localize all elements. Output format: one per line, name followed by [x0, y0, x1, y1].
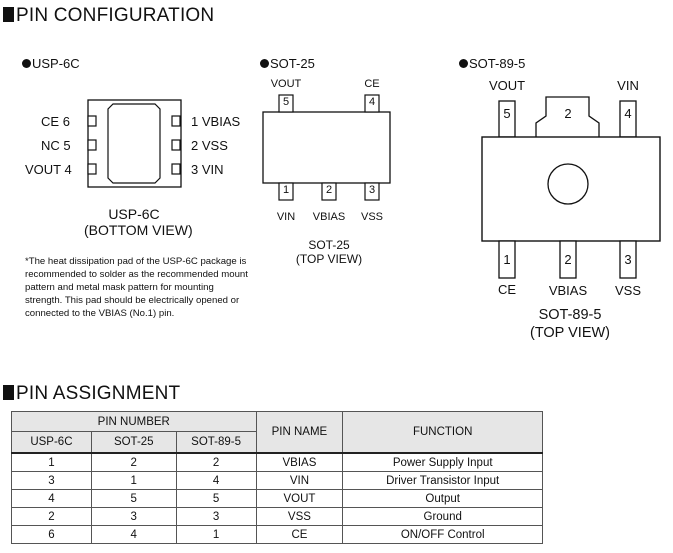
sot89-label-vss: VSS — [614, 283, 641, 298]
table-cell: 3 — [90, 507, 177, 526]
sot25-lead-5 — [278, 94, 294, 113]
table-row: 3 1 4 VIN Driver Transistor Input — [11, 471, 543, 490]
table-cell-pin-name: VIN — [255, 471, 344, 490]
sot25-lead-1 — [278, 182, 294, 201]
sot25-lead-2 — [321, 182, 337, 201]
sot89-column-header: SOT-89-5 — [175, 431, 257, 454]
sot89-caption: SOT-89-5 (TOP VIEW) — [529, 307, 611, 341]
usp6c-label-nc: NC 5 — [41, 138, 71, 153]
function-header: FUNCTION — [342, 411, 543, 454]
table-cell-pin-name: VSS — [255, 507, 344, 526]
table-cell-pin-name: VBIAS — [255, 452, 344, 472]
sot25-title: SOT-25 — [260, 56, 315, 72]
bullet-dot-icon — [22, 59, 31, 68]
sot25-label-ce: CE — [364, 78, 380, 90]
usp6c-label-vbias: 1 VBIAS — [191, 114, 241, 129]
table-cell: 2 — [11, 507, 92, 526]
sot89-num-2-tab: 2 — [564, 106, 572, 121]
sot89-label-ce: CE — [497, 282, 517, 297]
sot89-heat-circle — [547, 163, 589, 205]
table-cell-function: Power Supply Input — [342, 452, 543, 472]
table-cell: 2 — [175, 452, 257, 472]
usp6c-heat-pad — [107, 103, 161, 184]
usp6c-outline — [87, 99, 182, 188]
bullet-dot-icon — [260, 59, 269, 68]
sot89-title: SOT-89-5 — [459, 56, 525, 72]
table-cell: 4 — [11, 489, 92, 508]
table-cell: 2 — [90, 452, 177, 472]
table-cell: 3 — [175, 507, 257, 526]
table-row: 2 3 3 VSS Ground — [11, 507, 543, 526]
sot25-lead-3 — [364, 182, 380, 201]
sot25-outline — [262, 111, 391, 184]
table-cell-function: ON/OFF Control — [342, 525, 543, 544]
pin-name-header: PIN NAME — [255, 411, 344, 454]
pin-number-group-header: PIN NUMBER — [11, 411, 257, 432]
table-cell: 5 — [175, 489, 257, 508]
usp6c-label-vss: 2 VSS — [191, 138, 228, 153]
pin-assignment-table: PIN NUMBER PIN NAME FUNCTION USP-6C SOT-… — [11, 411, 543, 544]
square-bullet-icon — [3, 385, 14, 400]
pin-assignment-heading: PIN ASSIGNMENT — [3, 383, 180, 405]
sot89-label-vbias: VBIAS — [548, 283, 588, 298]
sot25-num-2: 2 — [325, 184, 333, 196]
usp6c-pad-5 — [87, 139, 97, 151]
table-cell: 1 — [11, 452, 92, 472]
sot89-tab-2 — [535, 96, 600, 137]
usp6c-pad-2 — [171, 139, 181, 151]
usp6c-label-vout: VOUT 4 — [25, 162, 72, 177]
table-row: 4 5 5 VOUT Output — [11, 489, 543, 508]
sot89-lead-1 — [498, 240, 516, 279]
usp6c-caption: USP-6C (BOTTOM VIEW) — [84, 206, 193, 238]
sot89-label-vout: VOUT — [488, 78, 526, 93]
sot25-label-vbias: VBIAS — [312, 211, 346, 223]
usp6c-label-vin: 3 VIN — [191, 162, 224, 177]
sot89-lead-2 — [559, 240, 577, 279]
sot25-lead-4 — [364, 94, 380, 113]
sot89-num-2: 2 — [564, 252, 572, 267]
table-cell-function: Ground — [342, 507, 543, 526]
table-cell-pin-name: CE — [255, 525, 344, 544]
sot25-num-5: 5 — [282, 96, 290, 108]
sot89-lead-3 — [619, 240, 637, 279]
sot25-label-vin: VIN — [276, 211, 296, 223]
usp6c-title: USP-6C — [22, 56, 80, 72]
sot89-num-1: 1 — [503, 252, 511, 267]
table-cell: 1 — [175, 525, 257, 544]
sot89-num-4: 4 — [624, 106, 632, 121]
sot89-num-5: 5 — [503, 106, 511, 121]
sot25-label-vss: VSS — [360, 211, 383, 223]
usp6c-column-header: USP-6C — [11, 431, 92, 454]
usp6c-pad-6 — [87, 115, 97, 127]
usp6c-heat-pad-note: *The heat dissipation pad of the USP-6C … — [25, 256, 248, 319]
usp6c-pad-4 — [87, 163, 97, 175]
sot89-outline — [481, 136, 661, 242]
table-cell: 3 — [11, 471, 92, 490]
sot25-num-1: 1 — [282, 184, 290, 196]
table-cell: 6 — [11, 525, 92, 544]
usp6c-label-ce: CE 6 — [41, 114, 70, 129]
pin-configuration-heading: PIN CONFIGURATION — [3, 5, 214, 27]
sot89-num-3: 3 — [624, 252, 632, 267]
table-cell-function: Output — [342, 489, 543, 508]
sot25-caption: SOT-25 (TOP VIEW) — [295, 238, 363, 266]
table-cell: 4 — [90, 525, 177, 544]
table-cell: 1 — [90, 471, 177, 490]
bullet-dot-icon — [459, 59, 468, 68]
table-row: 6 4 1 CE ON/OFF Control — [11, 525, 543, 544]
table-cell: 4 — [175, 471, 257, 490]
sot89-label-vin: VIN — [617, 78, 639, 93]
sot25-num-3: 3 — [368, 184, 376, 196]
usp6c-pad-1 — [171, 115, 181, 127]
table-cell: 5 — [90, 489, 177, 508]
sot25-label-vout: VOUT — [270, 78, 302, 90]
usp6c-pad-3 — [171, 163, 181, 175]
table-row: 1 2 2 VBIAS Power Supply Input — [11, 452, 543, 472]
table-cell-pin-name: VOUT — [255, 489, 344, 508]
sot25-num-4: 4 — [368, 96, 376, 108]
square-bullet-icon — [3, 7, 14, 22]
table-cell-function: Driver Transistor Input — [342, 471, 543, 490]
sot25-column-header: SOT-25 — [90, 431, 177, 454]
